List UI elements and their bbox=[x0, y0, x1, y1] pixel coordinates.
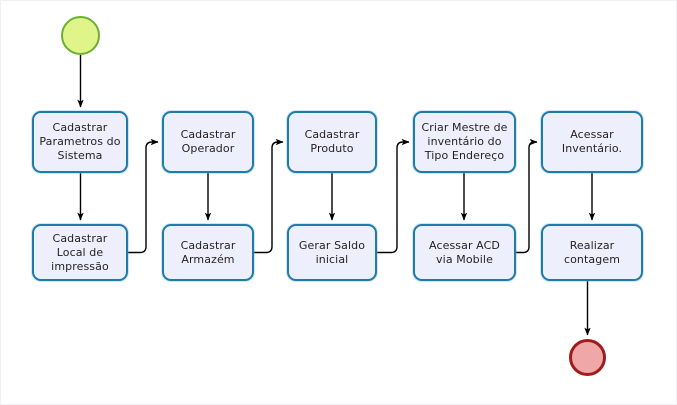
task-gerar-saldo-inicial[interactable]: Gerar Saldo inicial bbox=[287, 224, 377, 281]
task-label: Acessar ACD via Mobile bbox=[429, 238, 500, 266]
task-cadastrar-local-de-impressao[interactable]: Cadastrar Local de impressão bbox=[32, 224, 128, 281]
task-label: Realizar contagem bbox=[563, 238, 621, 266]
task-label: Cadastrar Local de impressão bbox=[51, 231, 109, 273]
task-cadastrar-parametros-do-sistema[interactable]: Cadastrar Parametros do Sistema bbox=[32, 111, 128, 173]
task-label: Cadastrar Armazém bbox=[180, 238, 236, 266]
edge-cadastrar-armazem-to-cadastrar-produto bbox=[254, 138, 284, 254]
edge-cadastrar-local-impressao-to-cadastrar-operador bbox=[128, 138, 159, 254]
task-label: Criar Mestre de inventário do Tipo Ender… bbox=[421, 121, 508, 162]
task-label: Acessar Inventário. bbox=[561, 128, 623, 155]
edge-acessar-acd-to-acessar-inventario bbox=[516, 138, 538, 254]
task-label: Cadastrar Parametros do Sistema bbox=[39, 121, 121, 162]
task-realizar-contagem[interactable]: Realizar contagem bbox=[541, 224, 643, 281]
task-acessar-inventario[interactable]: Acessar Inventário. bbox=[541, 111, 643, 173]
task-acessar-acd-via-mobile[interactable]: Acessar ACD via Mobile bbox=[413, 224, 516, 281]
task-label: Cadastrar Operador bbox=[180, 128, 236, 155]
task-cadastrar-produto[interactable]: Cadastrar Produto bbox=[287, 111, 377, 173]
start-event[interactable] bbox=[61, 16, 100, 55]
task-criar-mestre-de-inventario-tipo-endereco[interactable]: Criar Mestre de inventário do Tipo Ender… bbox=[413, 111, 516, 173]
task-label: Gerar Saldo inicial bbox=[298, 238, 366, 266]
edge-gerar-saldo-inicial-to-criar-mestre-inventario bbox=[377, 138, 410, 254]
task-label: Cadastrar Produto bbox=[304, 128, 360, 155]
end-event[interactable] bbox=[569, 339, 606, 376]
task-cadastrar-armazem[interactable]: Cadastrar Armazém bbox=[162, 224, 254, 281]
edges-group bbox=[77, 55, 596, 336]
task-cadastrar-operador[interactable]: Cadastrar Operador bbox=[162, 111, 254, 173]
